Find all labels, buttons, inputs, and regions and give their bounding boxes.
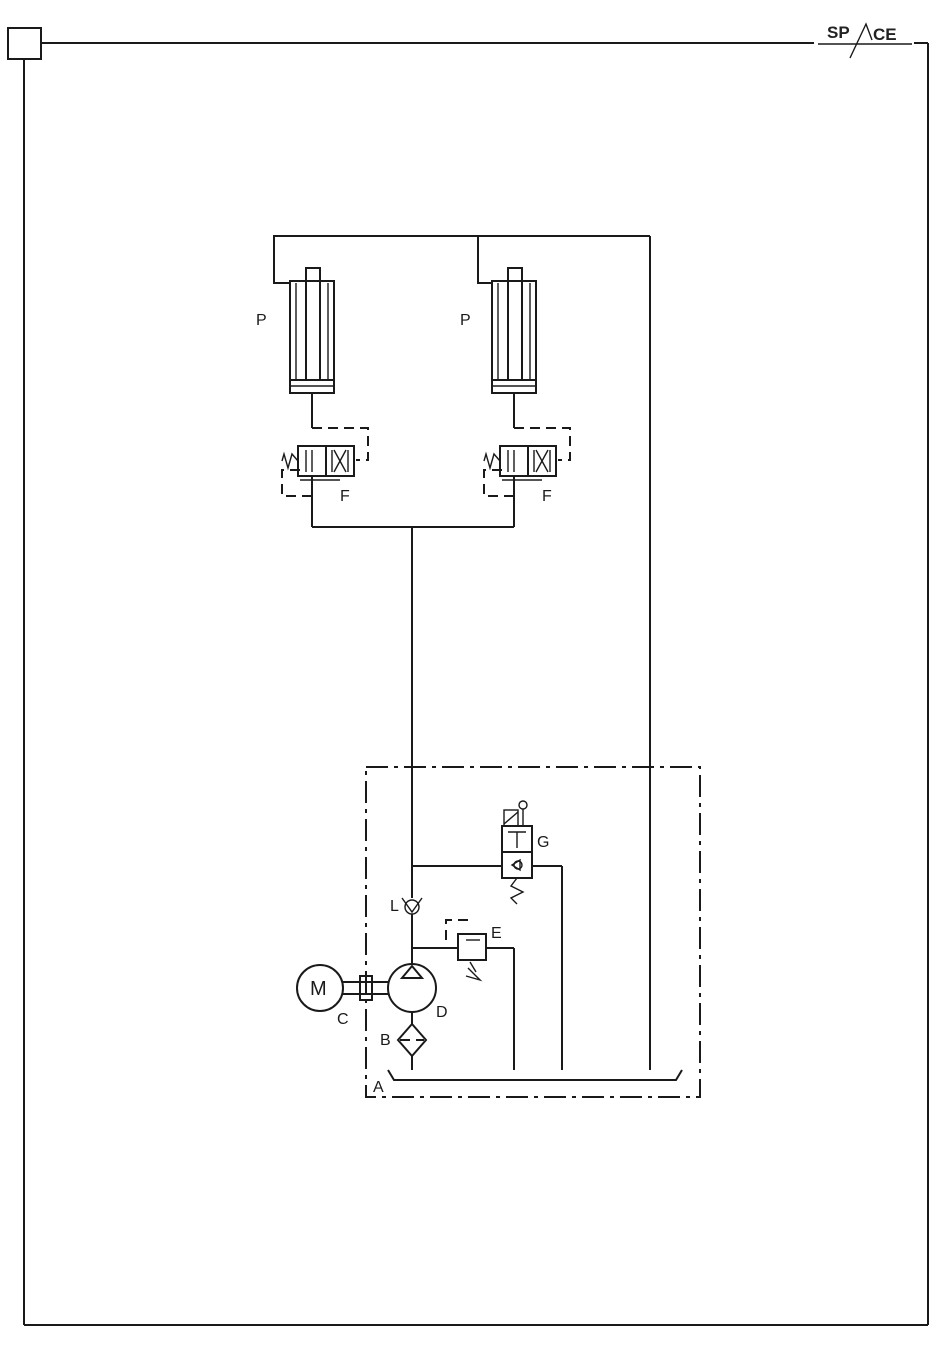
label-valve-right: F (542, 488, 552, 505)
label-check-valve: L (390, 898, 399, 915)
relief-valve: E (412, 920, 514, 1070)
logo-text-right: CE (873, 25, 897, 44)
space-logo: SP CE (814, 20, 914, 58)
top-lines (274, 236, 650, 1070)
logo-text-left: SP (827, 23, 850, 42)
pump: D (388, 964, 448, 1024)
label-tank: A (373, 1079, 384, 1096)
cylinder-right: P (460, 268, 536, 428)
label-pump: D (436, 1004, 448, 1021)
tank: A (373, 1070, 682, 1096)
filter: B (380, 1024, 426, 1070)
label-relief-valve: E (491, 925, 502, 942)
corner-box (8, 28, 41, 59)
motor-coupling: M C (297, 965, 388, 1028)
label-valve-left: F (340, 488, 350, 505)
valve-right: F (484, 428, 570, 527)
label-motor: M (310, 978, 327, 1000)
label-cylinder-right: P (460, 312, 471, 329)
sheet-frame (8, 28, 928, 1325)
label-coupling: C (337, 1011, 349, 1028)
label-filter: B (380, 1032, 391, 1049)
check-valve: L (390, 898, 422, 964)
valve-left: F (282, 428, 368, 527)
label-lowering-valve: G (537, 834, 549, 851)
pressure-line (312, 527, 514, 898)
cylinder-left: P (256, 268, 334, 428)
label-cylinder-left: P (256, 312, 267, 329)
